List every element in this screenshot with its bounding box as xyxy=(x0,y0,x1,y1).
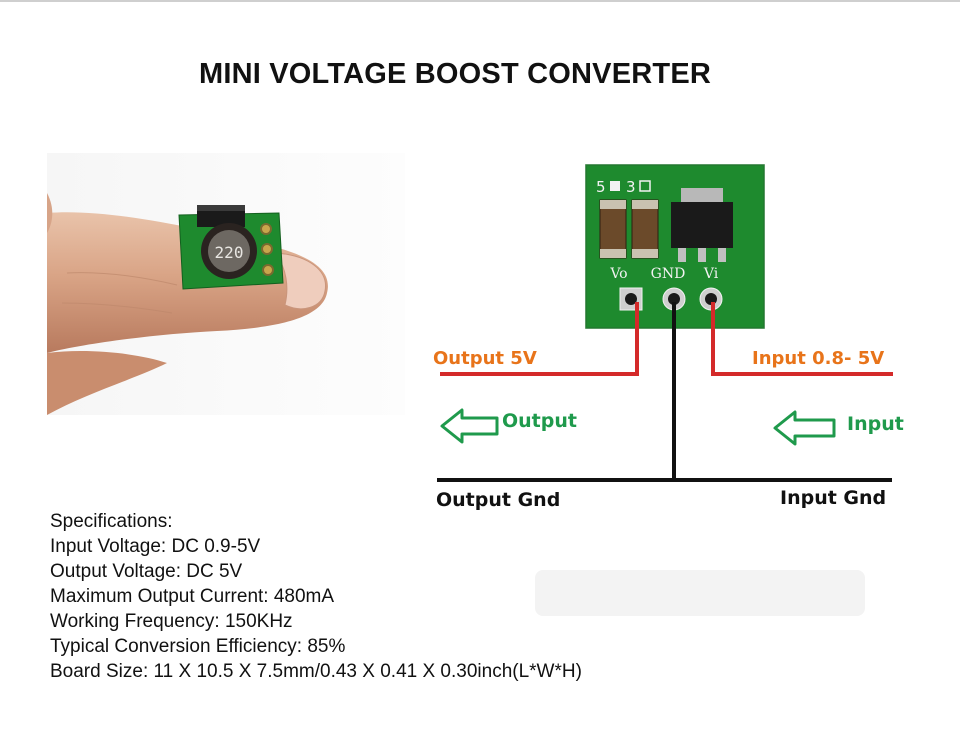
output-voltage-label: Output 5V xyxy=(433,348,537,369)
pin-label-vo: Vo xyxy=(609,266,627,282)
output-arrow-icon xyxy=(440,408,499,444)
pin-label-vi: Vi xyxy=(703,266,719,282)
input-arrow-label: Input xyxy=(847,413,904,435)
spec-board-size: Board Size: 11 X 10.5 X 7.5mm/0.43 X 0.4… xyxy=(50,661,582,682)
silk-5: 5 xyxy=(596,178,606,196)
fingernail xyxy=(273,252,326,310)
output-arrow-label: Output xyxy=(502,410,577,432)
pin-label-gnd: GND xyxy=(651,266,686,282)
wire-input-positive xyxy=(711,302,893,376)
module-photo: 220 xyxy=(178,205,284,290)
product-photo: 220 xyxy=(47,153,405,415)
silk-3: 3 xyxy=(626,178,636,196)
spec-input-voltage: Input Voltage: DC 0.9-5V xyxy=(50,536,261,557)
input-gnd-label: Input Gnd xyxy=(780,487,886,509)
spec-max-current: Maximum Output Current: 480mA xyxy=(50,586,335,607)
spec-frequency: Working Frequency: 150KHz xyxy=(50,611,293,632)
inductor-marking: 220 xyxy=(215,243,244,262)
specifications: Specifications: Input Voltage: DC 0.9-5V… xyxy=(50,509,582,684)
top-divider xyxy=(0,0,960,2)
spec-efficiency: Typical Conversion Efficiency: 85% xyxy=(50,636,346,657)
wire-output-positive xyxy=(440,302,639,376)
input-voltage-label: Input 0.8- 5V xyxy=(752,348,884,369)
wiring-diagram: 5 3 Vo GND Vi Output 5V Input 0.8- 5V xyxy=(433,164,904,511)
faded-watermark xyxy=(535,570,865,616)
pcb-board: 5 3 Vo GND Vi xyxy=(585,164,765,329)
specs-heading: Specifications: xyxy=(50,511,173,532)
spec-output-voltage: Output Voltage: DC 5V xyxy=(50,561,243,582)
input-arrow-icon xyxy=(773,410,836,446)
output-gnd-label: Output Gnd xyxy=(436,489,560,511)
page-title: MINI VOLTAGE BOOST CONVERTER xyxy=(198,58,712,90)
